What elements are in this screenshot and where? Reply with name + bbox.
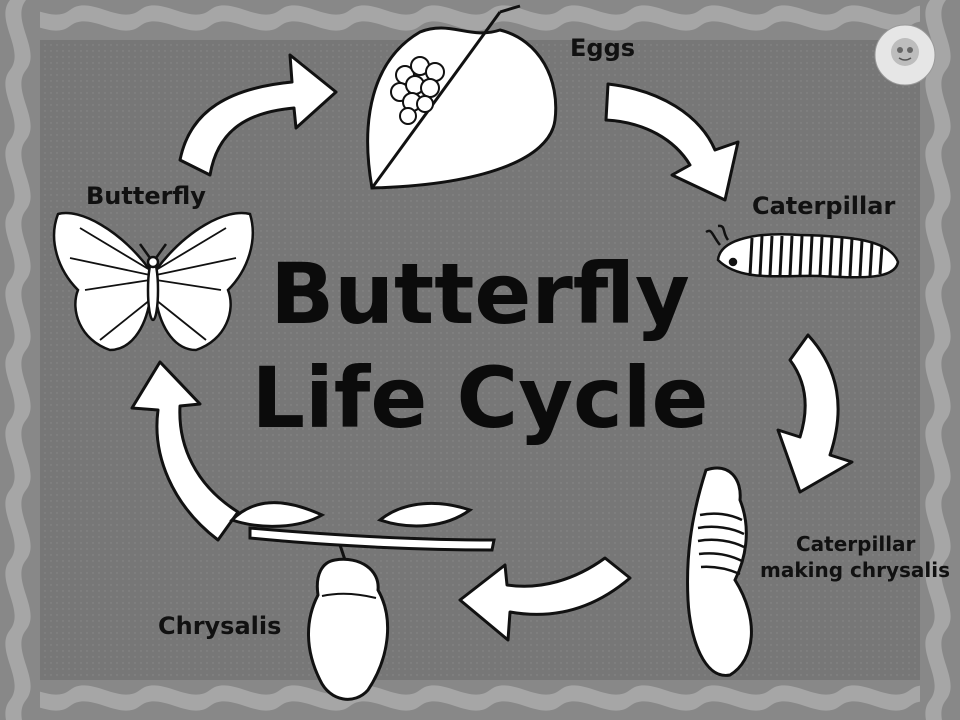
label-butterfly: Butterfly — [86, 182, 206, 210]
border-right — [920, 0, 960, 720]
leaf-eggs-icon — [366, 4, 558, 190]
label-chrysalis: Chrysalis — [158, 612, 282, 640]
cycle-arrow-icon — [130, 53, 854, 642]
diagram-subtitle: Life Cycle — [251, 349, 709, 447]
chrysalis-icon — [229, 501, 496, 701]
label-eggs: Eggs — [570, 34, 636, 62]
diagram-title: Butterfly — [270, 245, 690, 343]
caterpillar-icon — [705, 224, 900, 279]
label-making-chrysalis-line2: making chrysalis — [760, 558, 951, 582]
label-caterpillar: Caterpillar — [752, 192, 896, 220]
label-making-chrysalis-line1: Caterpillar — [796, 532, 916, 556]
border-bottom — [0, 680, 960, 720]
butterfly-icon — [52, 211, 254, 352]
j-hanging-caterpillar-icon — [686, 466, 753, 677]
border-left — [0, 0, 40, 720]
logo-badge — [874, 24, 936, 86]
